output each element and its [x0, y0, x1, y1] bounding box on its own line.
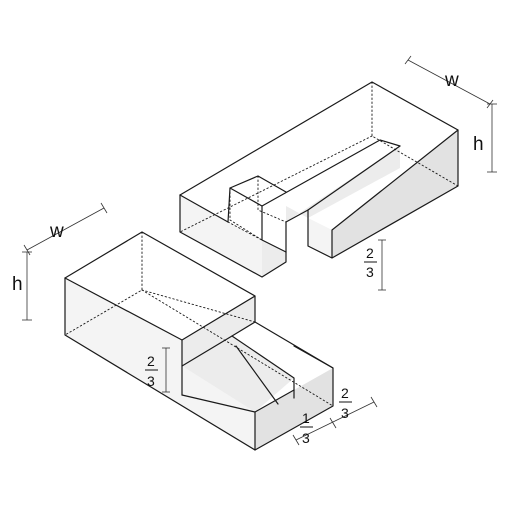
top-block-slot-rim	[227, 175, 287, 223]
bottom-height-label: h	[12, 274, 23, 295]
bottom-block-hidden-diag	[141, 289, 256, 323]
top-block-slot-inner	[229, 187, 287, 253]
top-block-hidden-bottom	[179, 135, 373, 233]
bottom-step-denominator: 3	[147, 373, 155, 389]
bottom-width-label: w	[49, 221, 64, 242]
bottom-right-denominator: 3	[341, 405, 349, 421]
top-block-right-face	[332, 130, 458, 258]
bottom-block-front-face	[65, 278, 255, 450]
top-block-slot-right	[285, 129, 459, 259]
bottom-step-numerator: 2	[147, 353, 155, 369]
bottom-block	[64, 231, 334, 451]
top-block-hidden-diag	[227, 221, 263, 241]
top-width-dimension: w	[404, 55, 494, 109]
top-height-label: h	[473, 134, 484, 155]
top-block-front-right-face	[308, 218, 332, 258]
bottom-step-dimension: 2 3	[145, 347, 170, 393]
top-depth-dimension: 2 3	[364, 239, 386, 291]
top-width-label: w	[444, 70, 459, 91]
bottom-block-hidden-bottom	[141, 289, 334, 407]
top-block	[179, 81, 459, 278]
bottom-block-top-edge	[64, 231, 256, 323]
top-depth-denominator: 3	[366, 264, 374, 280]
bottom-block-channel	[182, 336, 294, 412]
bottom-right-dimension: 2 3 1 3	[292, 385, 378, 446]
bottom-block-front-step2	[254, 389, 295, 413]
top-block-hidden-back	[371, 81, 459, 187]
top-block-slot-floor-edge	[261, 139, 401, 207]
top-depth-numerator: 2	[366, 245, 374, 261]
top-block-slot-wall	[307, 145, 401, 211]
top-block-front-left-edge	[179, 194, 287, 278]
bottom-width-dimension: w	[23, 202, 108, 256]
bottom-block-step-top	[181, 295, 256, 341]
top-block-front-face	[180, 195, 262, 277]
top-block-slot-floor	[286, 146, 400, 222]
bottom-block-hidden-back	[64, 231, 143, 336]
top-height-dimension: h	[473, 103, 497, 173]
bottom-block-channel-right	[254, 321, 334, 369]
bottom-block-channel-ramp	[231, 335, 295, 399]
bottom-small-numerator: 1	[302, 410, 310, 426]
top-block-slot-left-top	[179, 194, 229, 223]
bottom-block-channel-ramp2	[235, 345, 279, 405]
bottom-block-right-face	[255, 368, 333, 450]
bottom-height-dimension: h	[12, 251, 32, 321]
bottom-block-step-face	[182, 296, 255, 366]
bottom-right-numerator: 2	[341, 385, 349, 401]
bottom-small-denominator: 3	[302, 430, 310, 446]
top-block-hidden-slot	[229, 187, 263, 241]
